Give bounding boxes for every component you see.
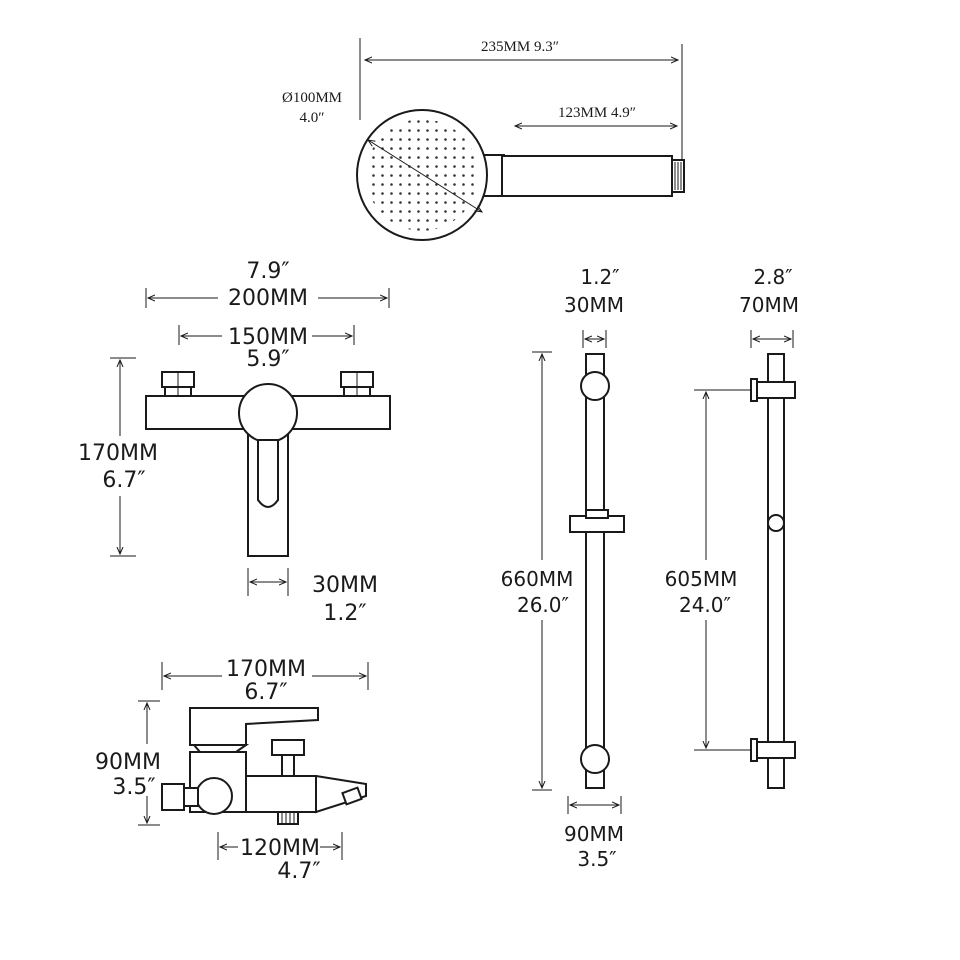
head-diameter-dimension-line <box>368 140 482 212</box>
side-bar-depth-mm-label: 70MM <box>739 293 799 317</box>
mixer-height-mm-label: 170MM <box>78 441 158 466</box>
side-bar-centers-mm-label: 605MM <box>665 567 738 591</box>
side-lever <box>189 707 319 746</box>
diverter-knob <box>271 739 305 756</box>
bar-width-in-label: 1.2″ <box>580 265 619 289</box>
side-length-in-label: 6.7″ <box>244 680 287 705</box>
mixer-lever <box>257 439 279 508</box>
handle-length-label: 123MM 4.9″ <box>558 105 636 121</box>
side-bar-depth-in-label: 2.8″ <box>753 265 792 289</box>
shower-handle <box>501 155 673 197</box>
side-spout-body <box>245 775 317 813</box>
side-length-mm-label: 170MM <box>226 657 306 682</box>
bar-length-mm-label: 660MM <box>501 567 574 591</box>
head-diameter-in-label: 4.0″ <box>300 110 325 126</box>
side-inlet-round <box>195 777 233 815</box>
bar-top-bracket <box>580 371 610 401</box>
side-bar-top-bracket <box>756 381 796 399</box>
slide-bar-front-drawing: 1.2″ 30MM 660MM 26.0″ 90MM 3.5″ <box>501 265 625 871</box>
mixer-overall-mm-label: 200MM <box>228 286 308 311</box>
side-spout-tip <box>315 774 367 814</box>
side-spout-in-label: 4.7″ <box>277 859 320 884</box>
side-bar-bottom-bracket <box>756 741 796 759</box>
side-height-mm-label: 90MM <box>95 750 161 775</box>
mixer-spout-in-label: 1.2″ <box>323 601 366 626</box>
mixer-centers-in-label: 5.9″ <box>246 347 289 372</box>
bar-width-mm-label: 30MM <box>564 293 624 317</box>
slide-holder-cap <box>585 509 609 519</box>
side-inlet-nut <box>161 783 185 811</box>
mixer-height-in-label: 6.7″ <box>102 468 145 493</box>
hose-outlet <box>277 811 299 825</box>
bar-base-in-label: 3.5″ <box>577 847 616 871</box>
mixer-front-drawing: 7.9″ 200MM 150MM 5.9″ 170MM 6.7″ <box>78 259 391 626</box>
side-lever-base <box>191 744 250 753</box>
overall-length-label: 235MM 9.3″ <box>481 39 559 55</box>
side-aerator <box>341 786 363 806</box>
bar-base-mm-label: 90MM <box>564 822 624 846</box>
side-bar-centers-in-label: 24.0″ <box>679 593 731 617</box>
head-diameter-mm-label: Ø100MM <box>282 90 342 106</box>
hand-shower-drawing: 235MM 9.3″ Ø100MM 4.0″ 123MM 4.9″ <box>282 38 685 241</box>
diverter-stem <box>281 754 295 777</box>
mixer-handle-knob <box>238 383 298 443</box>
mixer-overall-in-label: 7.9″ <box>246 259 289 284</box>
mixer-spout-mm-label: 30MM <box>312 573 378 598</box>
mixer-centers-mm-label: 150MM <box>228 325 308 350</box>
slide-bar-side-drawing: 2.8″ 70MM 605MM 24.0″ <box>665 265 799 789</box>
side-bar-rail <box>767 353 785 789</box>
bar-bottom-bracket <box>580 744 610 774</box>
mixer-side-drawing: 170MM 6.7″ 90MM 3.5″ 120MM 4.7″ <box>95 657 369 884</box>
side-inlet-connector <box>183 787 199 807</box>
side-spout-mm-label: 120MM <box>240 836 320 861</box>
side-bar-slider <box>767 514 785 532</box>
slide-bar-rail <box>585 353 605 789</box>
spray-face <box>366 119 478 231</box>
bar-length-in-label: 26.0″ <box>517 593 569 617</box>
side-height-in-label: 3.5″ <box>112 775 155 800</box>
